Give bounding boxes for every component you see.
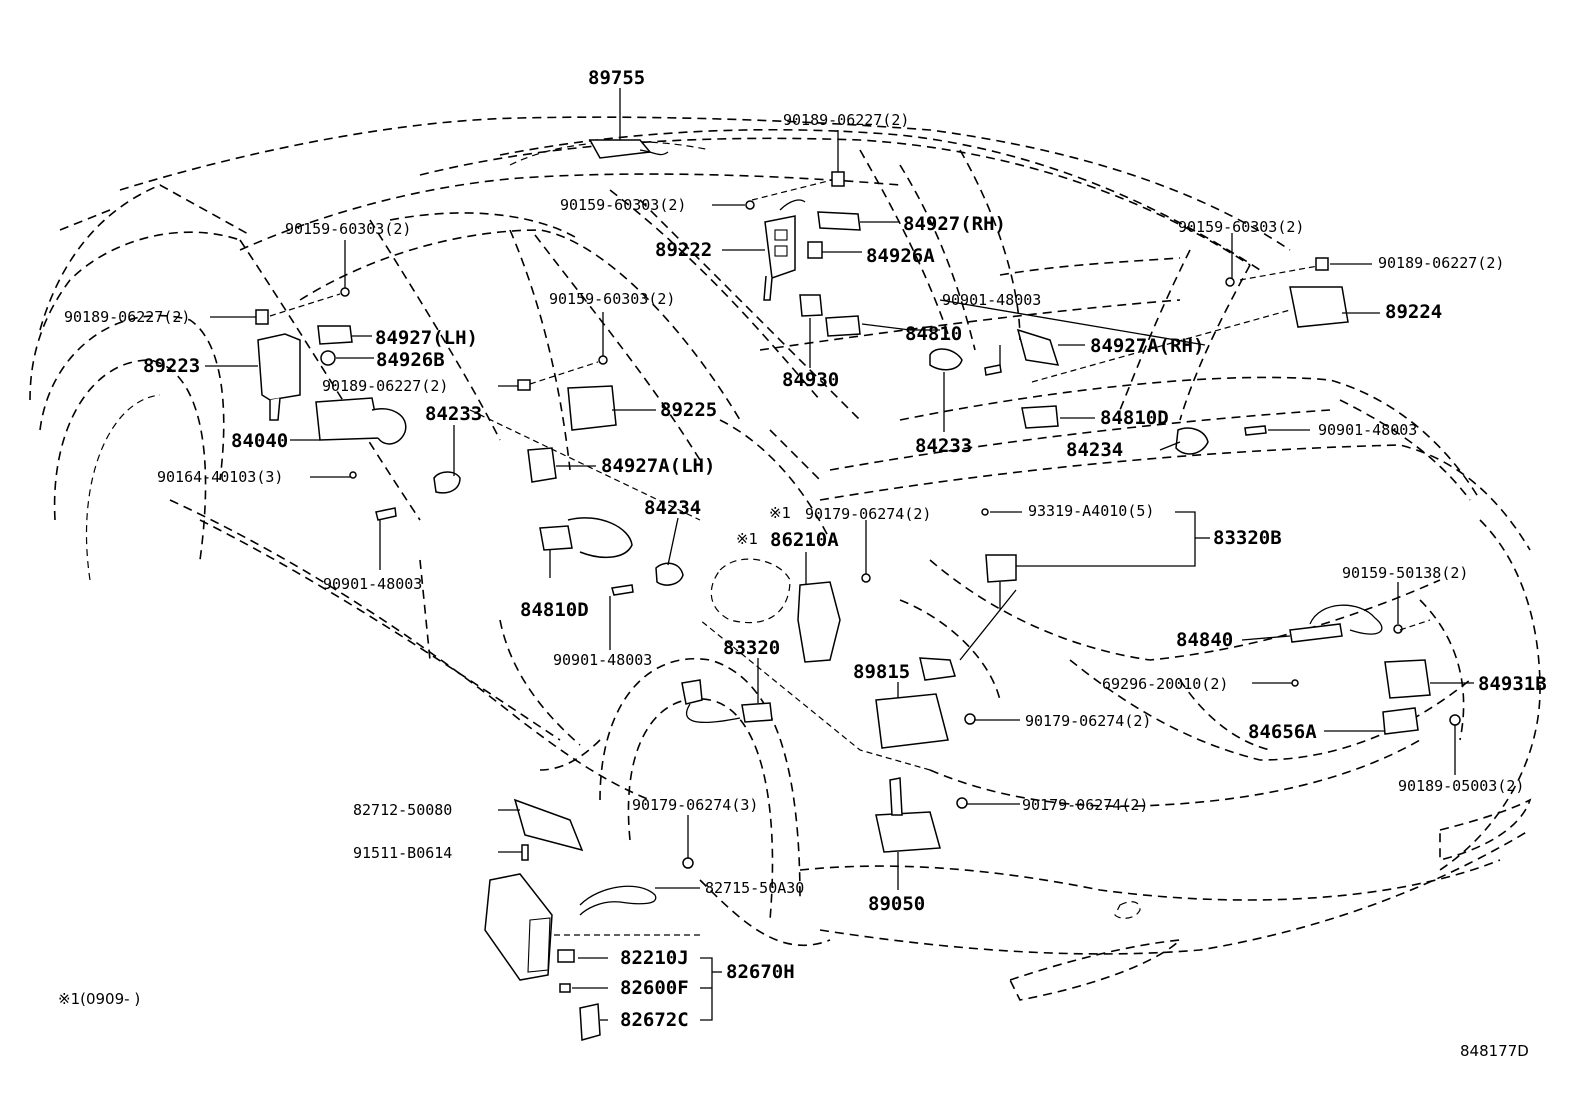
part-label: 89755 bbox=[588, 67, 645, 89]
part-label: 84656A bbox=[1248, 721, 1317, 743]
part-label: 86210A bbox=[770, 529, 839, 551]
part-label: 83320B bbox=[1213, 527, 1282, 549]
part-label: 90189-06227(2) bbox=[64, 308, 190, 326]
part-label: 90901-48003 bbox=[942, 291, 1041, 309]
part-shapes bbox=[255, 139, 1461, 1041]
part-label: 89225 bbox=[660, 399, 717, 421]
part-label: 84926B bbox=[376, 349, 445, 371]
part-label: 84810D bbox=[1100, 407, 1169, 429]
part-label: 82672C bbox=[620, 1009, 689, 1031]
part-label: 84930 bbox=[782, 369, 839, 391]
part-label: 84810D bbox=[520, 599, 589, 621]
part-label: 90159-50138(2) bbox=[1342, 564, 1468, 582]
note-marker: ※1 bbox=[736, 530, 758, 548]
part-label: 82712-50080 bbox=[353, 801, 452, 819]
part-label: 89223 bbox=[143, 355, 200, 377]
part-label: 82670H bbox=[726, 961, 795, 983]
part-label: 89222 bbox=[655, 239, 712, 261]
part-label: 89815 bbox=[853, 661, 910, 683]
part-label: 90179-06274(3) bbox=[632, 796, 758, 814]
part-label: 90159-60303(2) bbox=[285, 220, 411, 238]
part-label: 89050 bbox=[868, 893, 925, 915]
footnote: ※1(0909- ) bbox=[58, 990, 140, 1008]
part-label: 84234 bbox=[1066, 439, 1123, 461]
part-label: 84927(LH) bbox=[375, 327, 478, 349]
part-labels: 89755 90189-06227(2) 90159-60303(2) 8492… bbox=[58, 67, 1547, 1060]
part-label: 84233 bbox=[915, 435, 972, 457]
part-label: 90901-48003 bbox=[1318, 421, 1417, 439]
note-marker: ※1 bbox=[769, 504, 791, 522]
part-label: 93319-A4010(5) bbox=[1028, 502, 1154, 520]
part-label: 91511-B0614 bbox=[353, 844, 452, 862]
part-label: 90901-48003 bbox=[553, 651, 652, 669]
leader-lines bbox=[205, 88, 1474, 1021]
part-label: 90159-60303(2) bbox=[1178, 218, 1304, 236]
part-label: 90159-60303(2) bbox=[560, 196, 686, 214]
part-label: 89224 bbox=[1385, 301, 1442, 323]
part-label: 84926A bbox=[866, 245, 935, 267]
part-label: 84040 bbox=[231, 430, 288, 452]
part-label: 83320 bbox=[723, 637, 780, 659]
part-label: 82210J bbox=[620, 947, 689, 969]
part-label: 90901-48003 bbox=[323, 575, 422, 593]
part-label: 90189-06227(2) bbox=[783, 111, 909, 129]
part-label: 84810 bbox=[905, 323, 962, 345]
part-label: 69296-20010(2) bbox=[1102, 675, 1228, 693]
part-label: 84233 bbox=[425, 403, 482, 425]
part-label: 90189-05003(2) bbox=[1398, 777, 1524, 795]
part-label: 90179-06274(2) bbox=[1025, 712, 1151, 730]
part-label: 90159-60303(2) bbox=[549, 290, 675, 308]
part-label: 84234 bbox=[644, 497, 701, 519]
car-body-outline bbox=[29, 116, 1541, 1001]
part-label: 90189-06227(2) bbox=[1378, 254, 1504, 272]
part-label: 84927(RH) bbox=[903, 213, 1006, 235]
part-label: 84927A(LH) bbox=[601, 455, 715, 477]
part-label: 82600F bbox=[620, 977, 689, 999]
part-label: 84931B bbox=[1478, 673, 1547, 695]
part-label: 84840 bbox=[1176, 629, 1233, 651]
part-label: 84927A(RH) bbox=[1090, 335, 1204, 357]
diagram-id: 848177D bbox=[1460, 1042, 1529, 1060]
part-label: 82715-50A30 bbox=[705, 879, 804, 897]
part-label: 90179-06274(2) bbox=[1022, 796, 1148, 814]
part-label: 90164-40103(3) bbox=[157, 468, 283, 486]
part-label: 90189-06227(2) bbox=[322, 377, 448, 395]
part-label: 90179-06274(2) bbox=[805, 505, 931, 523]
